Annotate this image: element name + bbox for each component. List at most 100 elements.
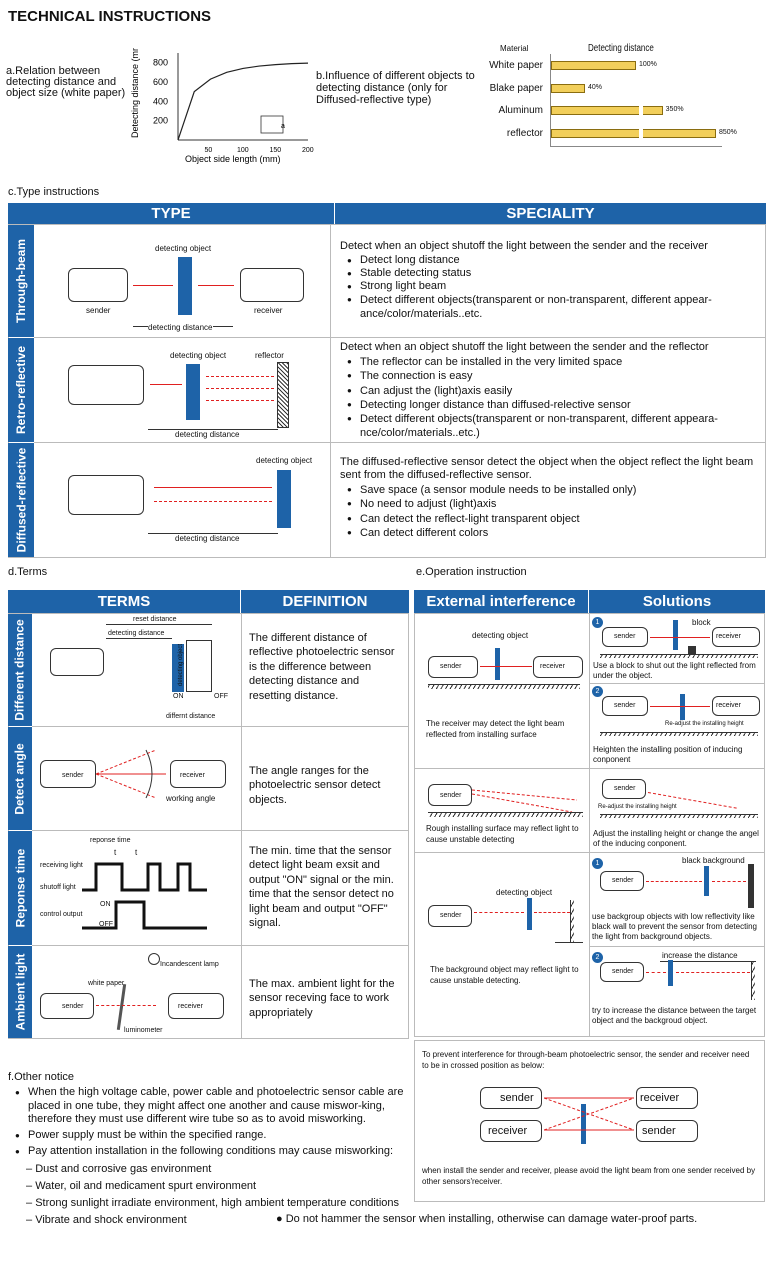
- object-size-box: [260, 115, 284, 134]
- bar-value-label: 100%: [639, 61, 657, 68]
- y-tick-label: 600: [153, 77, 168, 87]
- distance-line: [148, 533, 278, 534]
- distance-line: [660, 961, 756, 962]
- sensor: [68, 475, 144, 515]
- distance-line: [106, 638, 172, 639]
- solution-text: use backgroup objects with low reflectiv…: [592, 912, 757, 941]
- spec-item: Stable detecting status: [340, 267, 760, 280]
- row-divider: [32, 945, 409, 946]
- row-divider: [589, 946, 765, 947]
- receiving-light-label: receiving light: [40, 862, 83, 869]
- definition-header: DEFINITION: [241, 590, 409, 613]
- section-a-label: a.Relation between detecting distance an…: [6, 65, 126, 99]
- solution-badge-1: 1: [592, 617, 603, 628]
- sender-sensor: [40, 993, 94, 1019]
- sender-sensor: [602, 696, 648, 716]
- detecting-distance-label: detecting distance: [175, 534, 240, 543]
- sender-label: sender: [440, 912, 462, 919]
- working-angle-label: working angle: [166, 794, 216, 803]
- row-divider: [34, 337, 766, 338]
- receiver-sensor: [712, 696, 760, 716]
- detecting-object: [277, 470, 291, 528]
- sender-label: sender: [614, 702, 636, 709]
- condition-item: – Strong sunlight irradiate environment,…: [26, 1197, 400, 1209]
- detecting-object: [172, 644, 184, 692]
- receiver-sensor: [170, 760, 226, 788]
- detecting-object-label: detecting object: [256, 456, 313, 465]
- spec-item: Save space (a sensor module needs to be …: [340, 483, 760, 498]
- chart-xlabel: Object side length (mm): [185, 154, 281, 164]
- x-tick-label: 50: [205, 147, 213, 154]
- terms-header: TERMS: [8, 590, 240, 613]
- definition-text: The different distance of reflective pho…: [249, 632, 395, 702]
- x-tick-label: 100: [237, 147, 249, 154]
- y-tick-label: 200: [153, 116, 168, 126]
- background-wall: [570, 900, 574, 942]
- light-arrow: [154, 487, 272, 488]
- receiver-sensor: [480, 1120, 542, 1142]
- sender-label: sender: [614, 633, 636, 640]
- chart-ylabel: Detecting distance (mm): [130, 48, 140, 138]
- hammer-notice: ● Do not hammer the sensor when installi…: [276, 1213, 698, 1225]
- t-label: t: [114, 848, 117, 857]
- lamp-label: Incandescent lamp: [160, 961, 219, 968]
- external-interference-header: External interference: [414, 590, 588, 613]
- detecting-object-label: detecting object: [170, 351, 227, 360]
- cross-note-text: when install the sender and receiver, pl…: [422, 1166, 756, 1186]
- black-background-label: black background: [682, 856, 745, 865]
- readjust-note: Re-adjust the installing height: [598, 804, 677, 810]
- sender-label: sender: [62, 1003, 84, 1010]
- luminometer-label: luminometer: [124, 1027, 163, 1034]
- row-divider: [414, 768, 765, 769]
- light-arrow: [480, 666, 532, 667]
- spec-intro: Detect when an object shutoff the light …: [340, 341, 709, 353]
- light-arrow: [646, 972, 666, 973]
- sender-label: sender: [612, 877, 634, 884]
- bar: [551, 128, 716, 138]
- section-e-label: e.Operation instruction: [416, 566, 527, 578]
- light-arrow: [206, 400, 274, 401]
- spec-intro: The diffused-reflective sensor detect th…: [340, 456, 754, 481]
- sender-label: sender: [62, 772, 84, 779]
- spec-list: The reflector can be installed in the ve…: [340, 355, 760, 441]
- detecting-object: [186, 364, 200, 420]
- detecting-object: [527, 898, 532, 930]
- x-tick-label: 150: [270, 147, 282, 154]
- definition-text: The min. time that the sensor detect lig…: [249, 845, 394, 930]
- cross-beams: [544, 1097, 634, 1131]
- reset-distance-label: reset distance: [133, 616, 177, 623]
- light-arrow: [96, 1005, 156, 1006]
- y-tick-label: 800: [153, 58, 168, 68]
- sender-sensor: [428, 905, 472, 927]
- sender-label: sender: [642, 1125, 676, 1137]
- sender-sensor: [428, 784, 472, 806]
- cross-position-box: [414, 1040, 765, 1202]
- condition-item: – Vibrate and shock environment: [26, 1214, 187, 1226]
- spec-item: Can detect the reflect-light transparent…: [340, 512, 760, 527]
- light-arrow: [154, 501, 272, 502]
- detecting-object-label: detecting object: [178, 643, 185, 687]
- shutoff-light-label: shutoff light: [40, 884, 76, 891]
- receiver-sensor: [240, 268, 304, 302]
- sensor: [50, 648, 104, 676]
- light-arrow: [206, 376, 274, 377]
- detecting-object: [495, 648, 500, 680]
- light-arrow: [712, 881, 746, 882]
- bar-category-label: White paper: [489, 60, 543, 71]
- on-label: ON: [173, 693, 184, 700]
- bar-value-label: 40%: [588, 83, 603, 91]
- sender-label: sender: [86, 306, 111, 315]
- white-paper-label: white paper: [88, 980, 125, 987]
- on-label: ON: [100, 901, 111, 908]
- solution-text: Use a block to shut out the light reflec…: [593, 661, 756, 680]
- bar: [551, 83, 585, 93]
- receiver-label: receiver: [540, 663, 565, 670]
- column-divider: [589, 613, 590, 1037]
- page-title: TECHNICAL INSTRUCTIONS: [8, 8, 212, 25]
- solution-badge-2: 2: [592, 686, 603, 697]
- detecting-object: [673, 620, 678, 650]
- sender-label: sender: [440, 792, 462, 799]
- receiver-label: receiver: [178, 1003, 203, 1010]
- light-arrow: [206, 388, 274, 389]
